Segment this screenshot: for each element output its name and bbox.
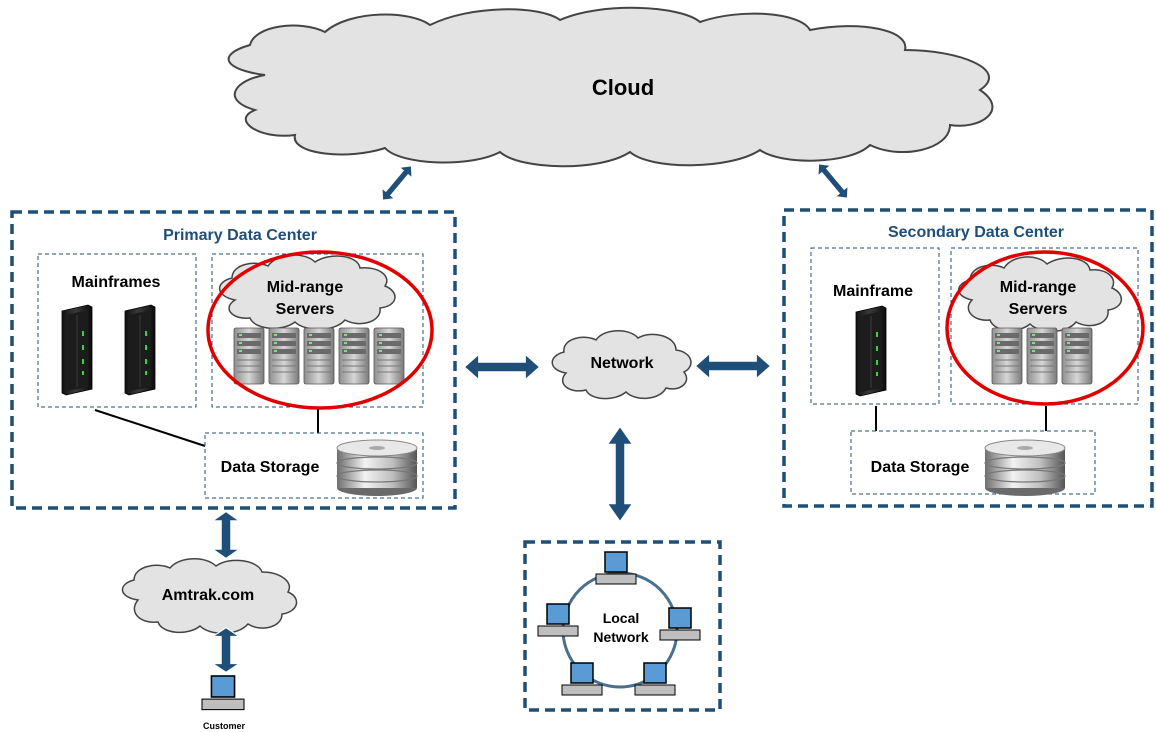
primary-servers-label-1: Mid-range	[267, 279, 344, 296]
network-secondary-arrow	[694, 352, 772, 380]
network-local-arrow	[606, 425, 634, 523]
amtrak-cloud-icon	[121, 558, 298, 634]
secondary-storage-icon	[984, 439, 1066, 497]
server-tower-7	[1026, 327, 1058, 385]
network-label: Network	[590, 355, 653, 372]
primary-mainframes-label: Mainframes	[72, 274, 161, 291]
amtrak-customer-arrow	[212, 626, 240, 674]
secondary-data-center-box	[782, 208, 1154, 508]
primary-storage-label: Data Storage	[221, 459, 320, 476]
local-computer-1	[595, 551, 637, 585]
secondary-servers-highlight	[945, 250, 1145, 406]
cloud-icon	[227, 6, 994, 168]
cloud-label: Cloud	[592, 75, 654, 100]
secondary-servers-label-2: Servers	[1009, 301, 1068, 318]
secondary-title: Secondary Data Center	[888, 224, 1064, 241]
server-tower-8	[1061, 327, 1093, 385]
primary-mainframes-storage-line	[94, 409, 206, 447]
amtrak-label: Amtrak.com	[162, 587, 254, 604]
mainframe-rack-2	[124, 304, 156, 396]
customer-label: Customer	[203, 721, 246, 731]
local-computer-3	[659, 607, 701, 641]
local-network-box	[523, 540, 722, 712]
primary-mainframes-box	[37, 253, 197, 408]
secondary-servers-label-1: Mid-range	[1000, 279, 1077, 296]
mainframe-rack-3	[855, 305, 887, 397]
local-computer-2	[537, 603, 579, 637]
local-computer-5	[634, 662, 676, 696]
secondary-storage-box	[850, 430, 1096, 495]
server-tower-5	[373, 327, 405, 385]
server-tower-3	[303, 327, 335, 385]
primary-network-arrow	[463, 353, 541, 381]
cloud-secondary-arrow	[812, 158, 854, 204]
local-network-label-1: Local	[603, 610, 640, 626]
cloud-primary-arrow	[376, 160, 418, 206]
secondary-storage-label: Data Storage	[871, 459, 970, 476]
primary-data-center-box	[10, 210, 457, 510]
server-tower-2	[268, 327, 300, 385]
primary-storage-box	[204, 432, 424, 499]
primary-servers-highlight	[206, 250, 434, 410]
primary-storage-icon	[336, 439, 418, 497]
primary-title: Primary Data Center	[163, 227, 317, 244]
server-tower-1	[233, 327, 265, 385]
customer-computer	[201, 675, 245, 711]
server-tower-4	[338, 327, 370, 385]
secondary-mainframe-label: Mainframe	[833, 283, 913, 300]
primary-servers-label-2: Servers	[276, 301, 335, 318]
local-network-label-2: Network	[593, 629, 648, 645]
secondary-mainframe-box	[810, 247, 940, 405]
local-computer-4	[561, 662, 603, 696]
primary-amtrak-arrow	[212, 510, 240, 560]
network-cloud-icon	[551, 330, 692, 400]
mainframe-rack-1	[61, 304, 93, 396]
server-tower-6	[991, 327, 1023, 385]
